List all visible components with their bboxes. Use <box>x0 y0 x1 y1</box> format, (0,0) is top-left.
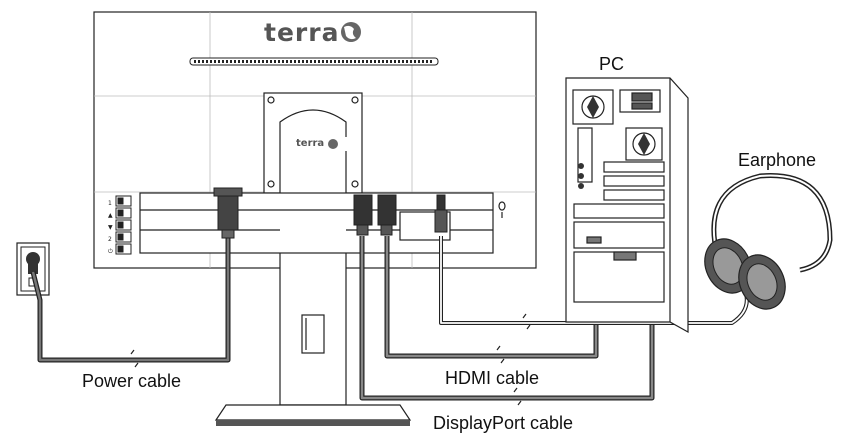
osd-buttons: 1 ▲ ▼ 2 ⏻ <box>108 195 132 255</box>
port-panel <box>139 192 506 254</box>
svg-text:⏻: ⏻ <box>108 248 113 255</box>
fan-icon <box>581 95 656 156</box>
pc-label: PC <box>599 54 625 74</box>
svg-text:2: 2 <box>108 236 112 243</box>
audio-jack <box>434 194 448 233</box>
audio-ports <box>578 163 584 189</box>
earphone-label: Earphone <box>738 150 817 170</box>
wall-outlet-icon <box>16 242 50 296</box>
globe-icon <box>341 22 361 42</box>
hdmi-cable-label: HDMI cable <box>445 368 540 388</box>
power-plug <box>213 187 243 239</box>
earphone-icon <box>704 173 833 310</box>
power-cable-label: Power cable <box>82 371 182 391</box>
hdmi-cable <box>384 236 599 364</box>
stand-base <box>214 404 412 426</box>
vent-slot <box>189 57 439 66</box>
stand-globe-icon <box>328 139 338 149</box>
brand-logo: terra <box>264 18 340 47</box>
power-cable <box>30 236 231 368</box>
stand-brand-logo: terra <box>296 138 325 149</box>
svg-text:▼: ▼ <box>108 224 113 231</box>
hdmi-connector-monitor <box>377 194 397 236</box>
displayport-cable-label: DisplayPort cable <box>433 413 574 433</box>
displayport-connector-monitor <box>353 194 373 236</box>
svg-text:1: 1 <box>108 200 112 207</box>
pc-tower <box>565 77 689 334</box>
stand-neck <box>279 109 347 406</box>
displayport-cable <box>359 236 655 406</box>
svg-text:▲: ▲ <box>108 212 113 219</box>
